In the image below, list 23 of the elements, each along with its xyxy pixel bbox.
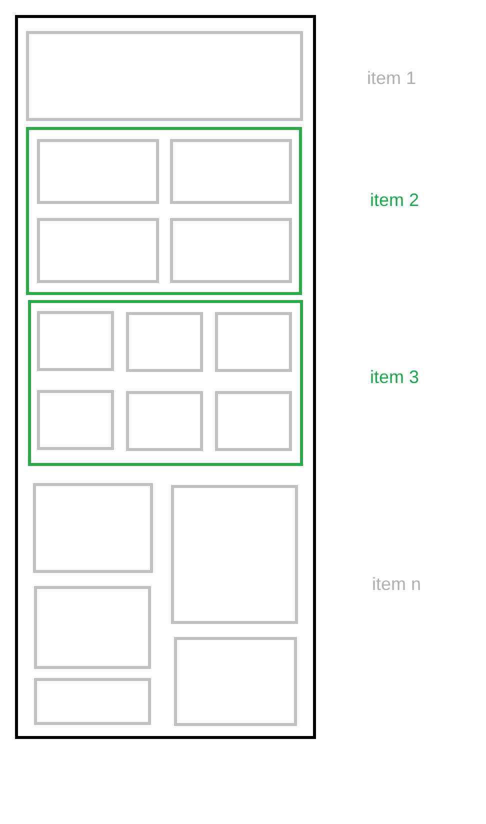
placeholder-block xyxy=(33,483,153,573)
page-frame xyxy=(15,15,316,739)
item-label: item 2 xyxy=(370,190,420,211)
placeholder-block xyxy=(126,312,203,372)
placeholder-block xyxy=(37,218,159,283)
placeholder-block xyxy=(174,637,297,726)
placeholder-block xyxy=(34,586,151,669)
group-outline xyxy=(28,300,303,466)
placeholder-block xyxy=(215,391,292,451)
item-label: item 3 xyxy=(370,367,420,388)
placeholder-block xyxy=(171,485,298,624)
placeholder-block xyxy=(26,31,303,121)
placeholder-block xyxy=(170,139,292,204)
placeholder-block xyxy=(126,391,203,451)
placeholder-block xyxy=(37,390,114,450)
placeholder-block xyxy=(37,139,159,204)
group-outline xyxy=(26,127,302,295)
placeholder-block xyxy=(37,311,114,371)
placeholder-block xyxy=(34,678,151,725)
placeholder-block xyxy=(170,218,292,283)
item-label: item n xyxy=(372,574,422,595)
item-label: item 1 xyxy=(367,68,416,89)
placeholder-block xyxy=(215,312,292,372)
